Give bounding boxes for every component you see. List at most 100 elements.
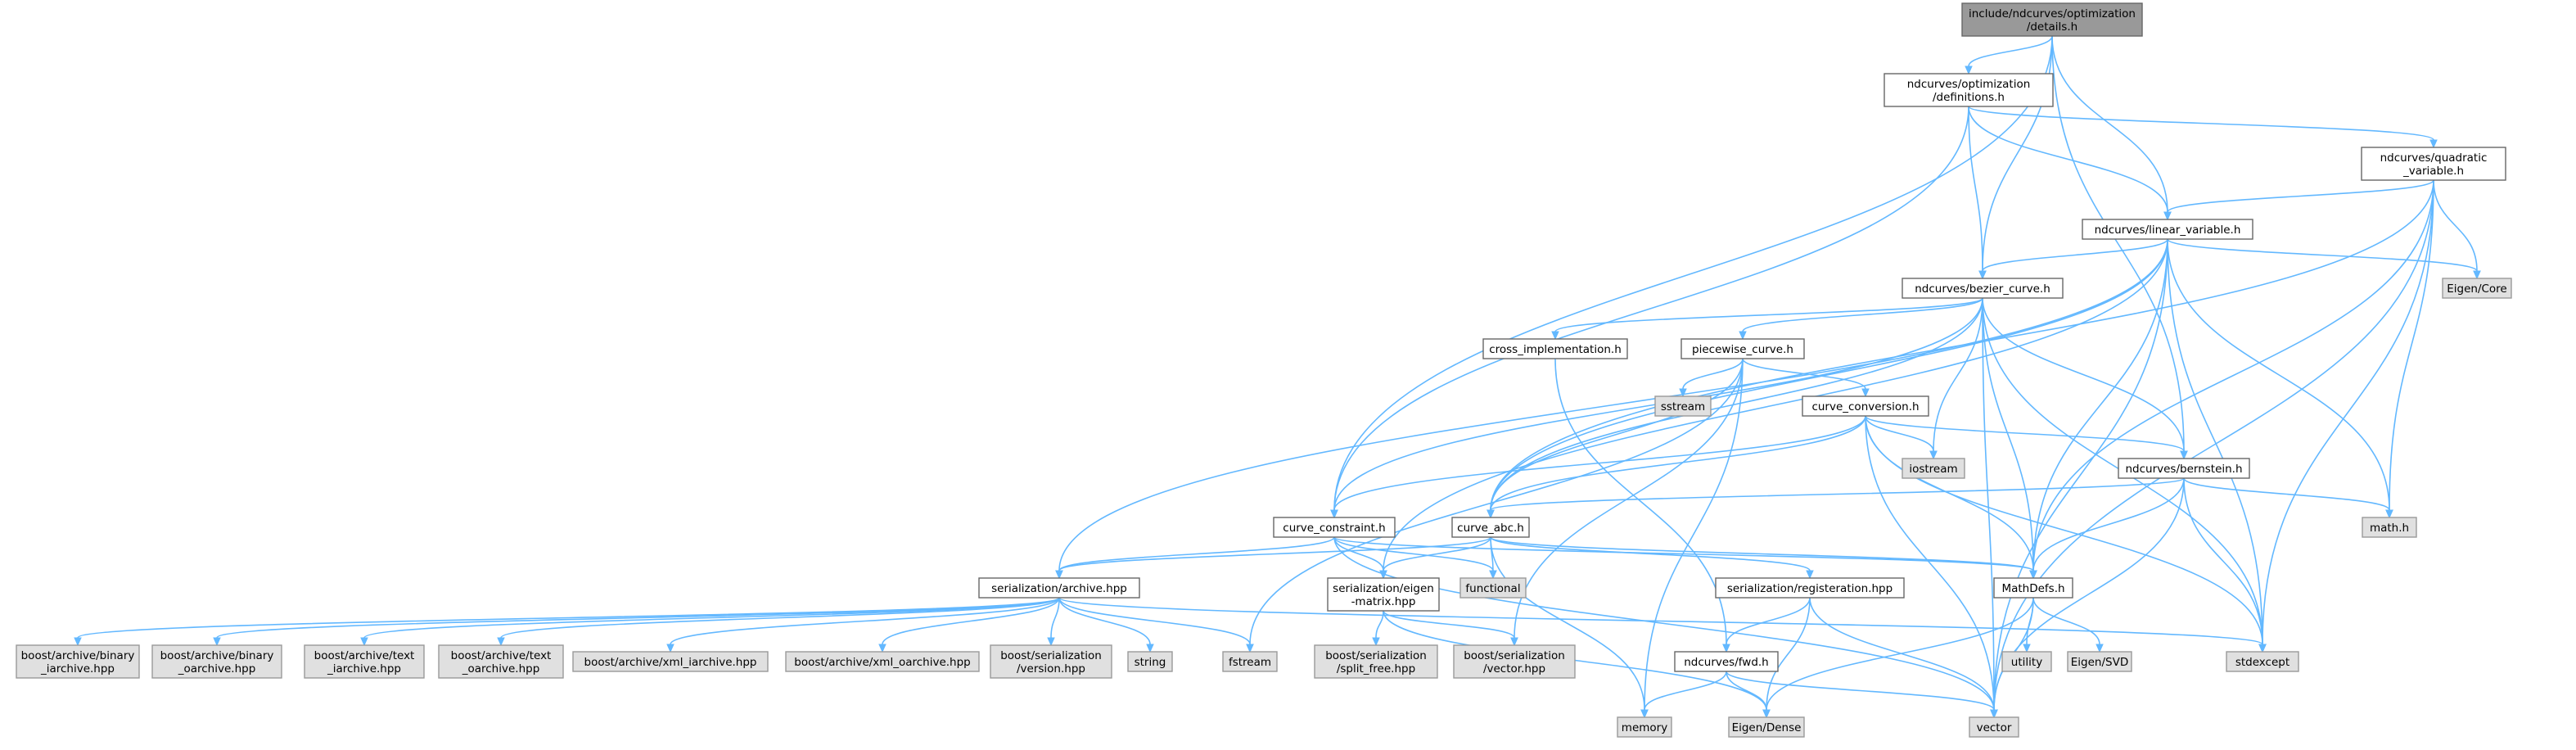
- edge-curve_conv-to-mathdefs: [1865, 415, 2037, 580]
- edge-line: [670, 597, 1060, 645]
- edge-line: [2051, 35, 2168, 213]
- node-label: Eigen/SVD: [2071, 656, 2128, 669]
- node-label: sstream: [1661, 400, 1705, 413]
- edge-arrowhead: [213, 637, 221, 647]
- edge-line: [2433, 179, 2478, 272]
- edge-line: [1982, 238, 2168, 272]
- node-curve-conv[interactable]: curve_conversion.h: [1802, 395, 1929, 417]
- node-mathdefs[interactable]: MathDefs.h: [1993, 577, 2073, 599]
- node-fwd[interactable]: ndcurves/fwd.h: [1674, 651, 1779, 672]
- edge-line: [1682, 358, 1744, 390]
- node-fstream: fstream: [1222, 651, 1278, 672]
- node-curve-constraint[interactable]: curve_constraint.h: [1273, 517, 1396, 538]
- node-ser-eigen[interactable]: serialization/eigen-matrix.hpp: [1327, 577, 1440, 612]
- edge-arrowhead: [2258, 644, 2267, 653]
- edge-line: [1982, 297, 1995, 711]
- edge-line: [2032, 179, 2434, 572]
- edge-line: [1490, 358, 1744, 511]
- edge-arrowhead: [2180, 450, 2188, 460]
- node-box: [1482, 338, 1628, 359]
- node-box: [2226, 651, 2299, 672]
- node-b-txt-i: boost/archive/text_iarchive.hpp: [304, 644, 425, 679]
- edge-ser_reg-to-fwd: [1722, 597, 1811, 653]
- node-box: [1902, 278, 2064, 299]
- node-label: boost/serialization: [1000, 649, 1102, 662]
- node-quad-var[interactable]: ndcurves/quadratic_variable.h: [2361, 147, 2506, 181]
- edge-ser_archive-to-b_txt_i: [360, 597, 1060, 647]
- node-label: Eigen/Dense: [1732, 721, 1802, 734]
- node-b-ser-ver: boost/serialization/version.hpp: [990, 644, 1112, 679]
- node-b-xml-o: boost/archive/xml_oarchive.hpp: [785, 651, 980, 672]
- node-box: [1273, 517, 1396, 538]
- node-bezier[interactable]: ndcurves/bezier_curve.h: [1902, 278, 2064, 299]
- node-ser-archive[interactable]: serialization/archive.hpp: [978, 577, 1140, 599]
- edge-line: [1058, 536, 1491, 572]
- edge-line: [1742, 358, 1866, 390]
- edge-line: [1982, 35, 2053, 272]
- node-box: [2001, 651, 2052, 672]
- node-b-xml-i: boost/archive/xml_iarchive.hpp: [572, 651, 769, 672]
- node-curve-abc[interactable]: curve_abc.h: [1451, 517, 1530, 538]
- edge-quad_var-to-mathh: [2385, 179, 2434, 519]
- edge-curve_conv-to-bernstein: [1865, 415, 2188, 460]
- edge-line: [2051, 35, 2185, 452]
- node-piecewise[interactable]: piecewise_curve.h: [1680, 338, 1805, 359]
- node-label: fstream: [1229, 656, 1271, 669]
- edge-arrowhead: [1722, 644, 1730, 653]
- node-bernstein[interactable]: ndcurves/bernstein.h: [2118, 458, 2250, 479]
- edge-ser_archive-to-b_xml_o: [878, 597, 1060, 653]
- edge-details-to-opt_defs: [1965, 35, 2053, 75]
- edge-line: [1490, 238, 2168, 511]
- edge-line: [1050, 597, 1060, 639]
- edge-line: [1383, 610, 1515, 639]
- node-box: [1680, 338, 1805, 359]
- node-label: -matrix.hpp: [1351, 595, 1416, 608]
- node-box: [1993, 577, 2073, 599]
- node-box: [2361, 147, 2506, 181]
- edge-quad_var-to-lin_var: [2163, 179, 2434, 221]
- edge-line: [1726, 671, 1995, 711]
- edge-arrowhead: [1929, 450, 1938, 460]
- edge-details-to-lin_var: [2051, 35, 2172, 221]
- edge-line: [1383, 536, 1491, 572]
- edge-line: [1554, 297, 1983, 332]
- node-lin-var[interactable]: ndcurves/linear_variable.h: [2082, 219, 2253, 240]
- node-label: stdexcept: [2235, 656, 2290, 669]
- node-label: vector: [1977, 721, 2012, 734]
- node-label: Eigen/Core: [2447, 282, 2507, 296]
- node-ser-reg[interactable]: serialization/registeration.hpp: [1715, 577, 1905, 599]
- edge-line: [1249, 358, 1744, 645]
- node-box: [990, 644, 1112, 679]
- node-iostream: iostream: [1902, 458, 1965, 479]
- edge-ser_eigen-to-b_ser_split: [1372, 610, 1384, 647]
- node-box: [151, 644, 282, 679]
- edge-line: [1968, 106, 2168, 213]
- edge-bezier-to-iostream: [1929, 297, 1983, 460]
- node-b-ser-split: boost/serialization/split_free.hpp: [1314, 644, 1438, 679]
- edge-ser_archive-to-b_ser_ver: [1047, 597, 1060, 647]
- node-eigen-dense: Eigen/Dense: [1728, 716, 1805, 738]
- edge-line: [363, 597, 1060, 639]
- node-b-bin-i: boost/archive/binary_iarchive.hpp: [16, 644, 140, 679]
- edge-line: [1933, 297, 1983, 452]
- edge-line: [2032, 238, 2168, 572]
- node-label: _oarchive.hpp: [462, 662, 540, 675]
- node-label: boost/archive/text: [451, 649, 552, 662]
- node-opt-defs[interactable]: ndcurves/optimization/definitions.h: [1884, 73, 2054, 107]
- edge-opt_defs-to-curve_constraint: [1330, 106, 1969, 519]
- edge-line: [1766, 597, 1811, 711]
- node-label: piecewise_curve.h: [1692, 343, 1793, 356]
- edge-line: [2167, 179, 2434, 213]
- edge-line: [2167, 238, 2390, 511]
- edge-piecewise-to-curve_conv: [1742, 358, 1870, 398]
- edge-details-to-curve_constraint: [1330, 35, 2053, 519]
- edge-line: [2032, 597, 2100, 645]
- node-utility: utility: [2001, 651, 2052, 672]
- node-cross-impl[interactable]: cross_implementation.h: [1482, 338, 1628, 359]
- node-sstream: sstream: [1654, 395, 1712, 417]
- edge-arrowhead: [2029, 570, 2037, 580]
- edge-line: [1982, 297, 2034, 572]
- node-label: _variable.h: [2402, 165, 2464, 178]
- edge-line: [1968, 106, 1983, 272]
